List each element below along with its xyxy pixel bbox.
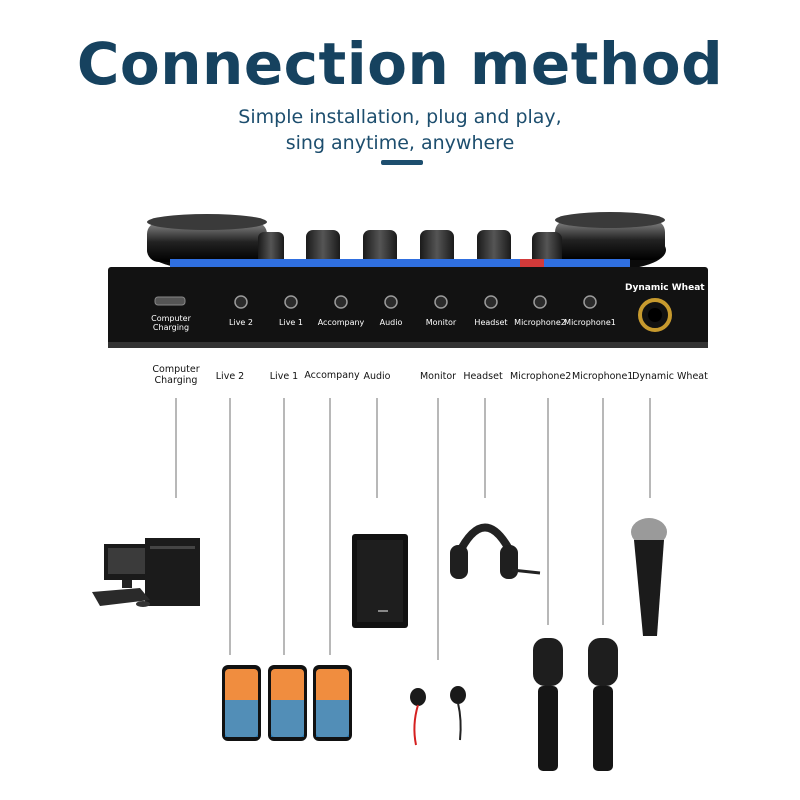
connector-lines xyxy=(175,398,651,660)
usb-port xyxy=(154,296,186,306)
legend-computer: Computer Charging xyxy=(152,364,200,386)
legend-mic2: Microphone2 xyxy=(510,371,572,382)
computer-image xyxy=(92,538,200,607)
jack-live1 xyxy=(284,295,298,309)
jack-live2 xyxy=(234,295,248,309)
earphones-image xyxy=(410,686,466,746)
jack-headset xyxy=(484,295,498,309)
legend-audio: Audio xyxy=(363,371,391,382)
port-label-live1: Live 1 xyxy=(279,318,303,327)
title-divider xyxy=(381,160,423,165)
legend-headset: Headset xyxy=(463,371,503,382)
jack-mic1 xyxy=(583,295,597,309)
accent-strip xyxy=(170,259,630,267)
jack-accompany xyxy=(334,295,348,309)
phones-image xyxy=(222,665,352,741)
port-label-accompany: Accompany xyxy=(317,318,365,327)
port-label-mic2: Microphone2 xyxy=(514,318,566,327)
accent-strip-red xyxy=(520,259,544,267)
port-label-dynamic: Dynamic Wheat xyxy=(625,283,705,293)
legend-accompany: Accompany xyxy=(304,370,360,381)
port-label-mic1: Microphone1 xyxy=(564,318,616,327)
port-label-live2: Live 2 xyxy=(229,318,253,327)
subtitle-line-2: sing anytime, anywhere xyxy=(285,132,515,154)
condenser-mics-image xyxy=(533,638,618,771)
port-label-headset: Headset xyxy=(474,318,508,327)
legend-live2: Live 2 xyxy=(215,371,245,382)
jack-monitor xyxy=(434,295,448,309)
page-subtitle: Simple installation, plug and play, sing… xyxy=(0,104,800,156)
dynamic-mic-image xyxy=(631,518,667,636)
port-label-monitor: Monitor xyxy=(425,318,457,327)
legend-dynamic: Dynamic Wheat xyxy=(632,371,708,382)
port-label-computer: Computer Charging xyxy=(151,314,191,332)
port-label-audio: Audio xyxy=(379,318,403,327)
jack-audio xyxy=(384,295,398,309)
legend-live1: Live 1 xyxy=(269,371,299,382)
subtitle-line-1: Simple installation, plug and play, xyxy=(238,106,562,128)
page-title: Connection method xyxy=(76,30,724,98)
device-body xyxy=(108,267,708,347)
legend-monitor: Monitor xyxy=(419,371,457,382)
legend-mic1: Microphone1 xyxy=(572,371,634,382)
headset-image xyxy=(450,523,541,579)
speaker-image xyxy=(352,534,408,628)
jack-mic2 xyxy=(533,295,547,309)
